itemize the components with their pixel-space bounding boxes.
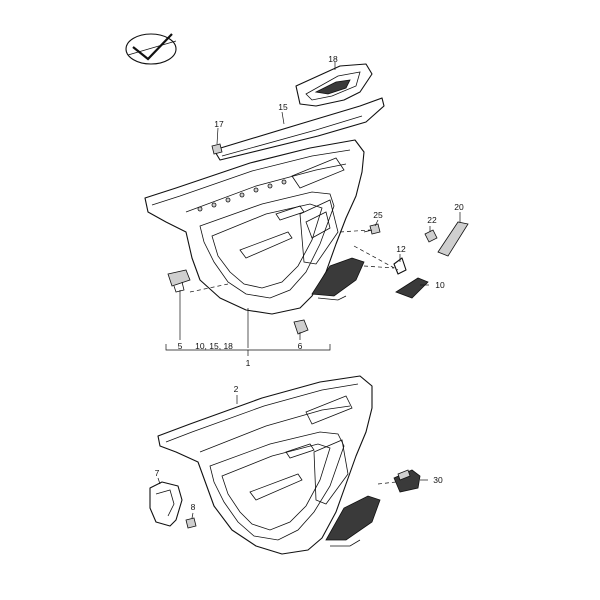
- orientation-symbol: [125, 33, 177, 65]
- callout-15: 15: [278, 102, 288, 112]
- callout-10: 10: [435, 280, 445, 290]
- clip-17: [211, 143, 223, 155]
- callout-8: 8: [191, 502, 196, 512]
- callout-5: 5: [178, 341, 183, 351]
- bracket-7: [149, 481, 183, 527]
- callout-12: 12: [396, 244, 406, 254]
- switch-30: [393, 469, 421, 493]
- door-trim-panel-assembly: [144, 139, 365, 315]
- callout-30: 30: [433, 475, 443, 485]
- switch-10: [395, 277, 429, 299]
- clip-12: [393, 257, 407, 275]
- callout-22: 22: [427, 215, 437, 225]
- handle-cover: [295, 63, 373, 107]
- callout-7: 7: [155, 468, 160, 478]
- callout-2: 2: [234, 384, 239, 394]
- nut-6: [293, 319, 309, 335]
- fastener-5: [167, 269, 191, 293]
- callout-17: 17: [214, 119, 224, 129]
- callout-25: 25: [373, 210, 383, 220]
- callout-10-15-18: 10, 15, 18: [195, 341, 233, 351]
- screw-25: [363, 223, 381, 235]
- callout-1: 1: [246, 358, 251, 368]
- trim-strip: [213, 97, 385, 161]
- door-trim-panel-2: [157, 375, 381, 555]
- callout-20: 20: [454, 202, 464, 212]
- strip-20: [437, 221, 469, 257]
- nut-8: [185, 517, 197, 529]
- cap-22: [424, 229, 438, 243]
- callout-6: 6: [298, 341, 303, 351]
- callout-18: 18: [328, 54, 338, 64]
